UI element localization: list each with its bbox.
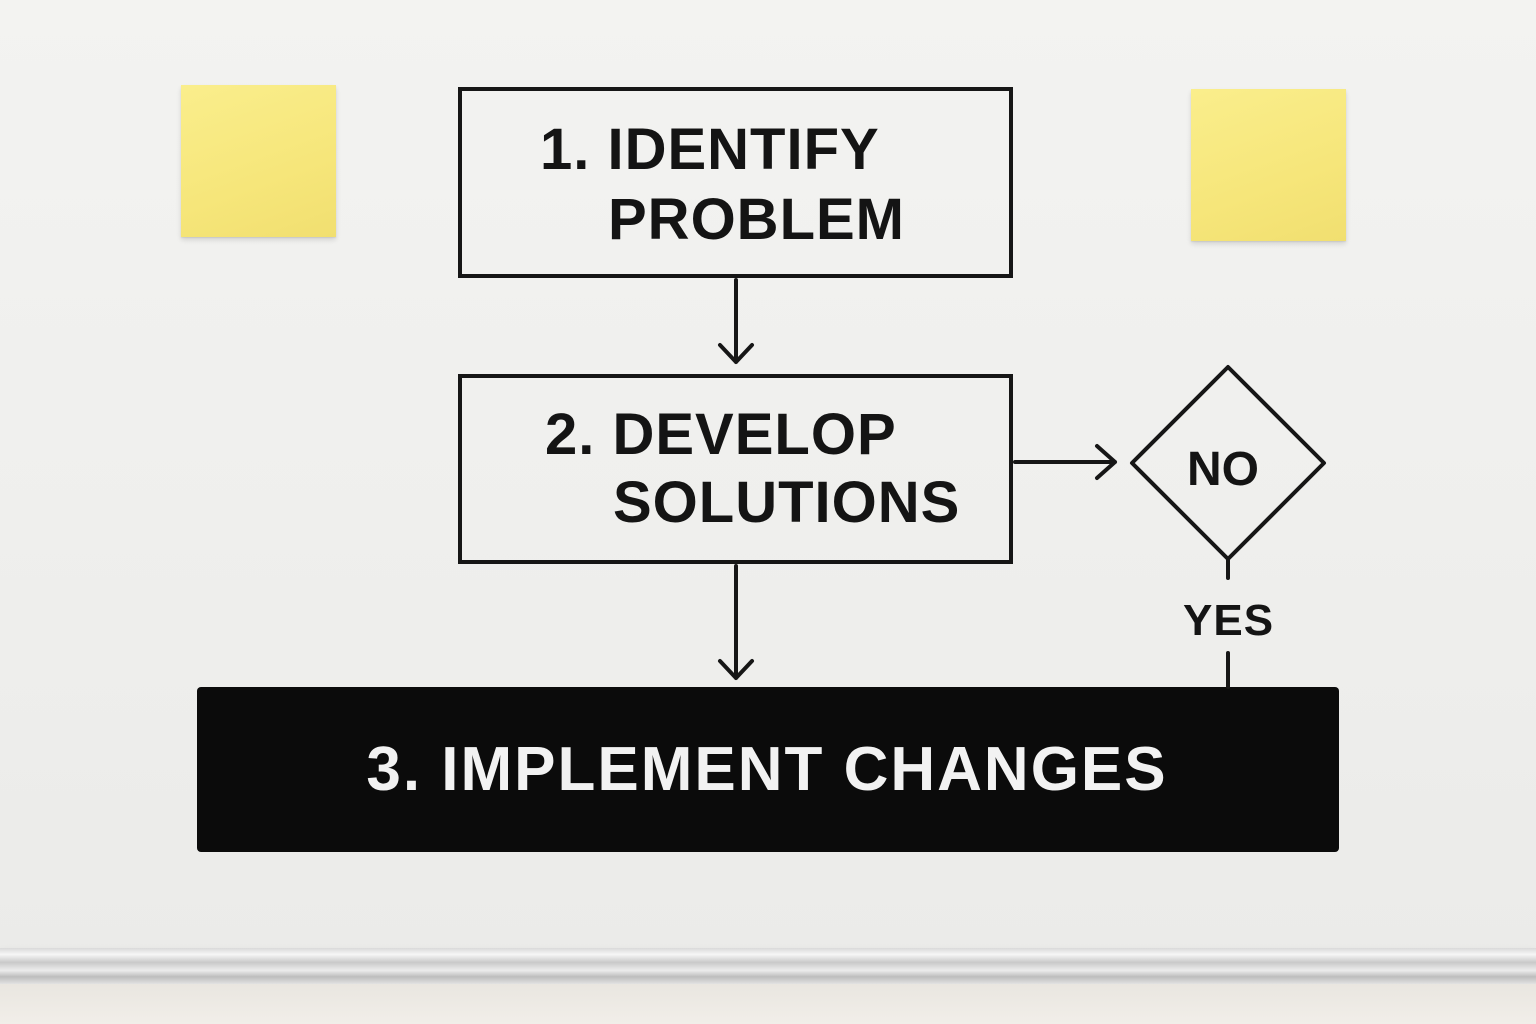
marker-tray: [0, 948, 1536, 984]
step-1-box: [458, 87, 1013, 278]
sticky-note-right: [1191, 89, 1346, 241]
step-2-label-line-2: SOLUTIONS: [613, 470, 961, 535]
step-1-label-line-1: 1. IDENTIFY: [540, 117, 880, 182]
step-2-box: [458, 374, 1013, 564]
step-3-label: 3. IMPLEMENT CHANGES: [366, 735, 1168, 804]
step-3-box: 3. IMPLEMENT CHANGES: [197, 687, 1339, 852]
arrow-step1-to-step2: [718, 278, 754, 364]
arrow-step2-to-decision: [1013, 444, 1117, 480]
step-1-label-line-2: PROBLEM: [608, 187, 905, 252]
step-2-label-line-1: 2. DEVELOP: [545, 402, 897, 467]
arrow-step2-to-step3: [718, 564, 754, 680]
sticky-note-left: [181, 85, 336, 237]
wall: [0, 984, 1536, 1024]
decision-no-label: NO: [1187, 443, 1259, 496]
decision-yes-label: YES: [1183, 596, 1275, 645]
